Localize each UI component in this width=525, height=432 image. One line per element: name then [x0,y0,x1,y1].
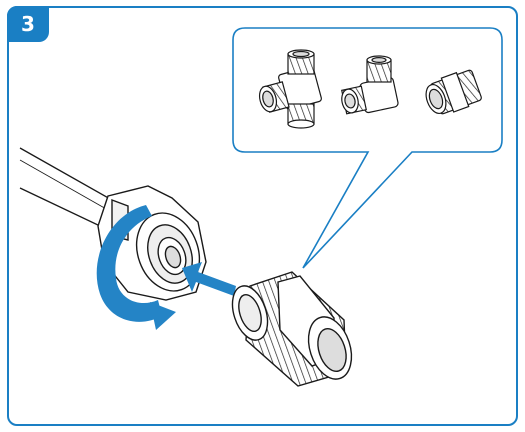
fittings-callout [233,28,502,268]
nipple-fitting [226,272,359,386]
hose [20,148,112,226]
